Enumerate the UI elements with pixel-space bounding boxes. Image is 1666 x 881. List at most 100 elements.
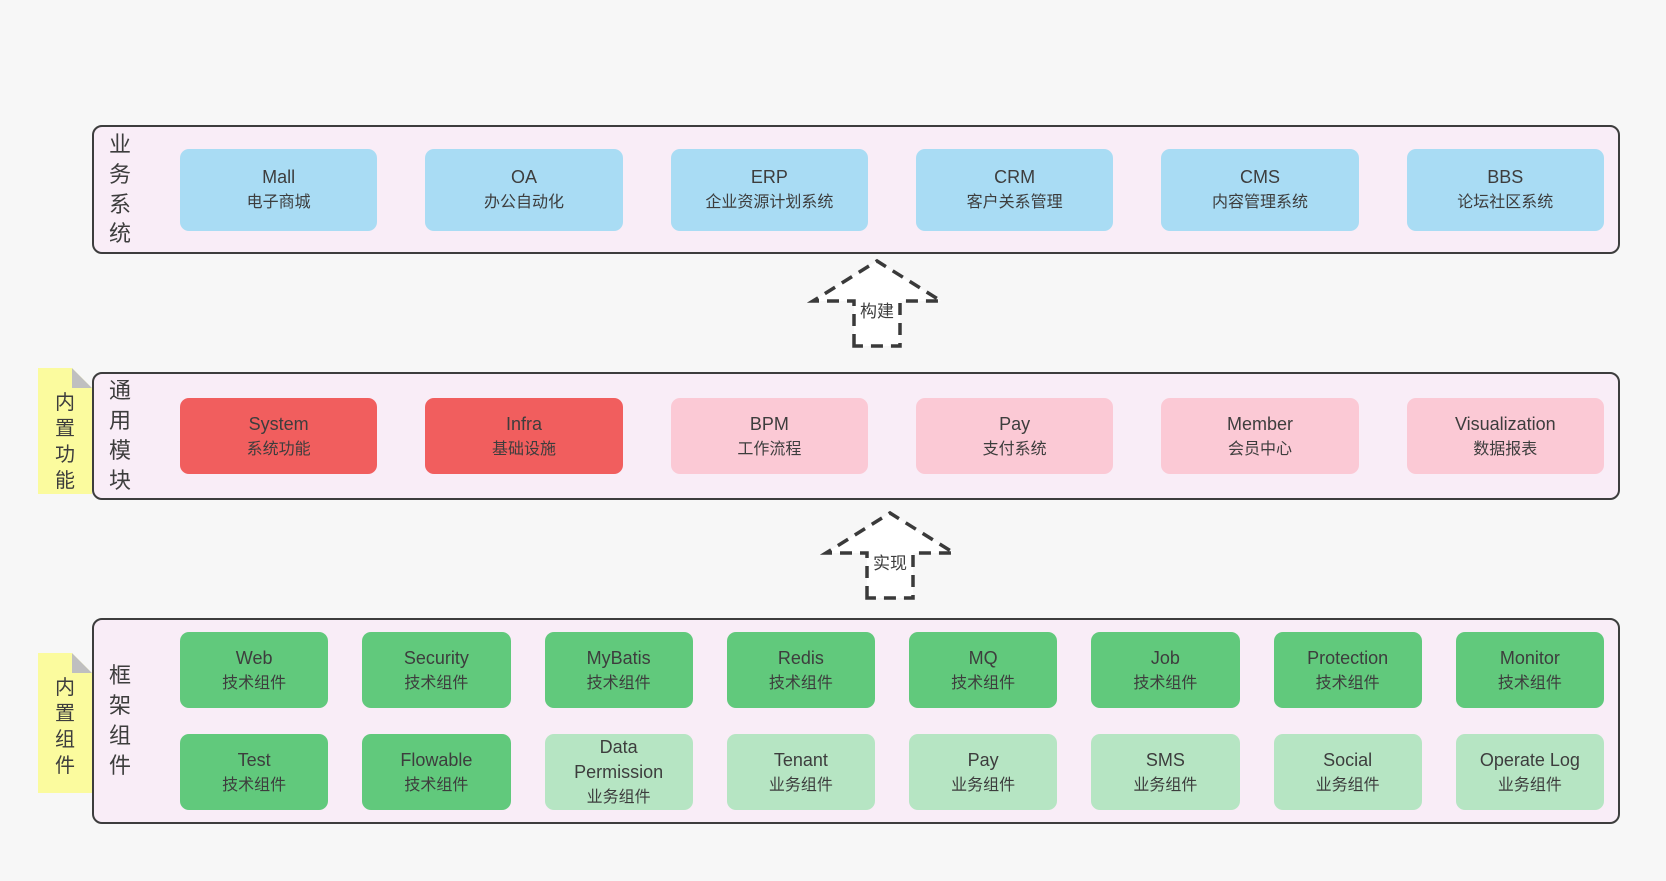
module-name: Test [237,749,271,770]
module-subtitle: 技术组件 [951,674,1016,692]
module-subtitle: 数据报表 [1473,440,1538,458]
module-box-monitor: Monitor 技术组件 [1455,632,1604,708]
module-name: BPM [749,413,789,434]
module-box-mq: MQ 技术组件 [909,632,1058,708]
module-subtitle: 技术组件 [404,674,469,692]
module-box-sms: SMS 业务组件 [1091,734,1240,810]
module-subtitle: 技术组件 [1315,674,1380,692]
module-box-web: Web 技术组件 [180,632,329,708]
module-box-infra: Infra 基础设施 [425,398,623,474]
module-subtitle: 支付系统 [982,440,1047,458]
module-subtitle: 业务组件 [1315,776,1380,794]
module-name: SMS [1145,749,1185,770]
module-name: BBS [1487,167,1524,188]
module-name: Mall [262,167,296,188]
module-subtitle: 业务组件 [586,789,651,806]
module-box-system: System 系统功能 [180,398,378,474]
module-subtitle: 业务组件 [768,776,833,794]
module-box-job: Job 技术组件 [1091,632,1240,708]
module-subtitle: 技术组件 [404,776,469,794]
module-box-bbs: BBS 论坛社区系统 [1406,148,1604,231]
layer-framework-components: 框架组件 Web 技术组件 Security 技术组件 MyBatis 技术组件 Redis… [92,618,1620,824]
arrow-label: 构建 [856,296,898,323]
module-name: Security [403,647,469,668]
module-name: MyBatis [586,647,651,668]
module-name: Visualization [1454,413,1556,434]
module-name: Data Permission [574,737,664,782]
layer-label: 通用模块 [108,376,132,496]
module-box-bpm: BPM 工作流程 [670,398,868,474]
module-subtitle: 企业资源计划系统 [705,194,834,212]
module-name: Infra [505,413,542,434]
module-name: ERP [750,167,788,188]
module-name: MQ [968,647,998,668]
module-subtitle: 客户关系管理 [966,194,1063,212]
folded-corner-icon [72,368,92,388]
module-box-visualization: Visualization 数据报表 [1406,398,1604,474]
module-name: System [248,413,309,434]
module-subtitle: 技术组件 [586,674,651,692]
layer-label-text: 业务系统 [108,131,131,247]
module-subtitle: 系统功能 [246,440,311,458]
sticky-note-builtin-features: 内置功能 [38,368,92,494]
module-name: Operate Log [1479,749,1580,770]
module-name: Web [235,647,273,668]
module-subtitle: 电子商城 [246,194,311,212]
module-subtitle: 会员中心 [1227,440,1292,458]
arrow-build: 构建 [807,256,947,348]
module-box-mall: Mall 电子商城 [180,148,378,231]
module-subtitle: 技术组件 [768,674,833,692]
layer-label-text: 框架组件 [108,663,131,778]
module-subtitle: 基础设施 [491,440,556,458]
module-box-tenant: Tenant 业务组件 [726,734,875,810]
layer-label: 业务系统 [108,130,132,250]
folded-corner-icon [72,653,92,673]
module-box-operate-log: Operate Log 业务组件 [1455,734,1604,810]
module-subtitle: 技术组件 [1497,674,1562,692]
module-box-security: Security 技术组件 [362,632,511,708]
module-box-protection: Protection 技术组件 [1273,632,1422,708]
arrow-implement: 实现 [820,508,960,600]
module-box-test: Test 技术组件 [180,734,329,810]
module-subtitle: 业务组件 [951,776,1016,794]
module-subtitle: 技术组件 [1133,674,1198,692]
module-subtitle: 业务组件 [1133,776,1198,794]
sticky-note-builtin-components: 内置组件 [38,653,92,793]
module-subtitle: 内容管理系统 [1211,194,1308,212]
module-name: Protection [1307,647,1389,668]
module-name: Redis [777,647,824,668]
layer-label: 框架组件 [108,661,132,781]
module-name: Pay [999,413,1031,434]
module-box-erp: ERP 企业资源计划系统 [670,148,868,231]
module-subtitle: 业务组件 [1497,776,1562,794]
module-subtitle: 技术组件 [222,674,287,692]
module-subtitle: 工作流程 [737,440,802,458]
module-name: OA [510,167,537,188]
sticky-note-label: 内置功能 [55,392,75,492]
module-name: Job [1150,647,1180,668]
layer-label-text: 通用模块 [108,378,131,493]
module-name: Tenant [773,749,828,770]
module-box-data-permission: Data Permission 业务组件 [544,734,693,810]
module-name: Monitor [1499,647,1560,668]
module-subtitle: 论坛社区系统 [1457,194,1554,212]
layer-common-modules: 通用模块 System 系统功能 Infra 基础设施 BPM 工作流程 Pay 支付系统 Me… [92,372,1620,500]
module-subtitle: 技术组件 [222,776,287,794]
module-box-mybatis: MyBatis 技术组件 [544,632,693,708]
arrow-label: 实现 [869,548,911,575]
